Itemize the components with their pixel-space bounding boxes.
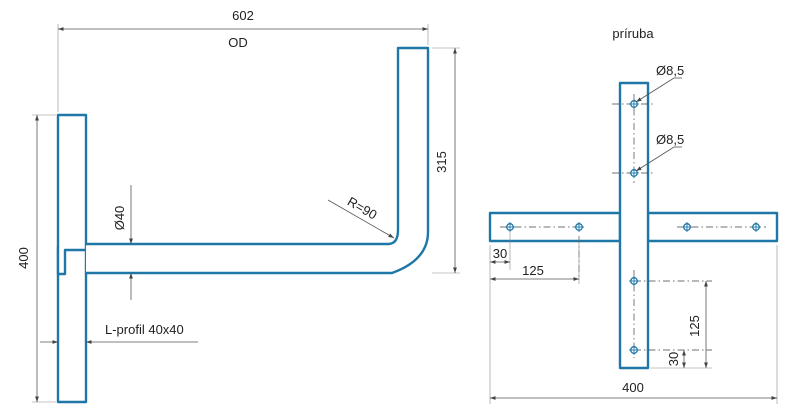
overall-width-label: 400 [622,380,644,395]
hole-spacing-horizontal-label: 125 [522,263,544,278]
flange-view: príruba [488,26,779,404]
profile-label: L-profil 40x40 [105,322,184,337]
flange-title: príruba [612,26,654,41]
edge-offset-horizontal-label: 30 [493,246,507,261]
od-label: OD [228,35,248,50]
diameter-label: Ø40 [112,206,127,231]
hole-spacing-vertical-label: 125 [687,315,702,337]
right-height-label: 315 [434,151,449,173]
edge-offset-vertical-label: 30 [666,352,681,366]
hole-leader [635,146,675,172]
profile-notch [56,245,88,276]
hole-icon [751,222,761,232]
hole-icon [574,222,584,232]
hole-leader [635,77,675,103]
hole-icon [629,99,639,109]
length-dimension-label: 602 [232,8,254,23]
hole-icon [505,222,515,232]
hole-icon [629,345,639,355]
bent-tube [84,46,430,275]
side-view: 602 OD 400 315 Ø40 R=90 L-profil 40x40 [16,8,460,404]
radius-label: R=90 [345,194,380,223]
hole-icon [682,222,692,232]
hole-top-label: Ø8,5 [656,63,684,78]
hole-second-label: Ø8,5 [656,132,684,147]
left-height-label: 400 [16,247,31,269]
radius-leader [327,199,395,239]
hole-icon [629,168,639,178]
hole-icon [629,276,639,286]
